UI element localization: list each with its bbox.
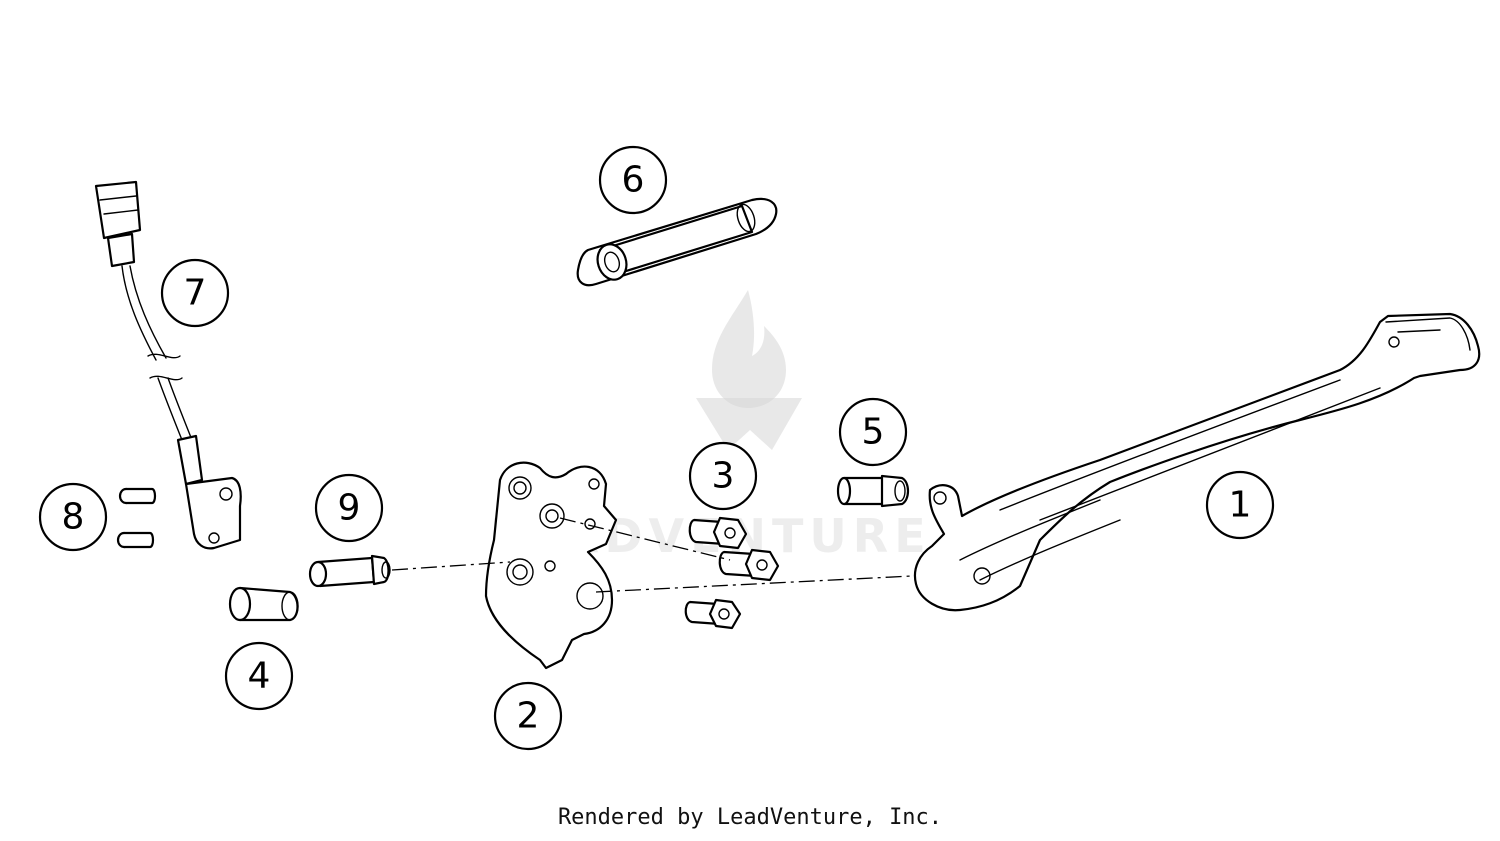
part-4-bushing[interactable] bbox=[228, 586, 299, 622]
callout-8[interactable]: 8 bbox=[38, 482, 108, 552]
part-3-bolts[interactable] bbox=[684, 516, 780, 630]
callout-6[interactable]: 6 bbox=[598, 145, 668, 215]
leadventure-watermark-logo bbox=[696, 290, 802, 450]
callout-9[interactable]: 9 bbox=[314, 473, 384, 543]
part-2-bracket-plate[interactable] bbox=[484, 461, 618, 670]
part-1-side-stand[interactable] bbox=[913, 312, 1481, 612]
callout-1[interactable]: 1 bbox=[1205, 470, 1275, 540]
callout-7[interactable]: 7 bbox=[160, 258, 230, 328]
callout-5[interactable]: 5 bbox=[838, 397, 908, 467]
part-9-pin[interactable] bbox=[308, 554, 391, 588]
rendered-by-credit: Rendered by LeadVenture, Inc. bbox=[557, 805, 943, 830]
callout-4[interactable]: 4 bbox=[224, 641, 294, 711]
assembly-lines bbox=[391, 517, 913, 593]
callout-3[interactable]: 3 bbox=[688, 441, 758, 511]
part-5-bushing[interactable] bbox=[836, 474, 910, 508]
part-7-sidestand-switch[interactable] bbox=[94, 180, 242, 550]
part-8-screws[interactable] bbox=[116, 487, 157, 549]
callout-2[interactable]: 2 bbox=[493, 681, 563, 751]
part-6-pin-sleeve[interactable] bbox=[576, 197, 778, 287]
